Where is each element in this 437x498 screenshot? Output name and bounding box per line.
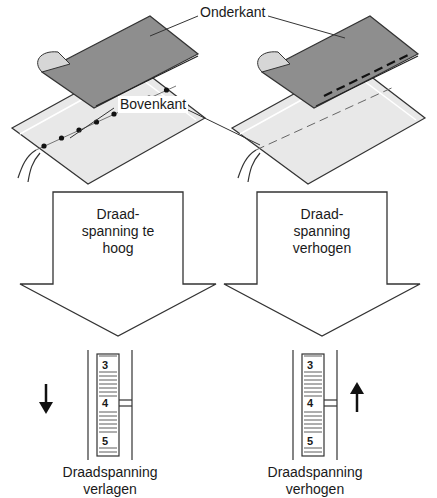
part-label: Onderkant [200, 4, 265, 21]
dial-number: 3 [306, 359, 314, 371]
arrow-outline [224, 192, 420, 336]
dial-number: 3 [101, 359, 109, 371]
dial-number: 4 [306, 397, 314, 409]
arrow-box: Draad- spanning verhogen [224, 192, 420, 336]
dial-number: 5 [101, 435, 109, 447]
instruction-label: Draadspanning verhogen [250, 464, 380, 498]
fabric-sample-right [232, 16, 425, 184]
part-label: Bovenkant [118, 96, 188, 113]
instruction-label: Draadspanning verlagen [45, 464, 175, 498]
arrow-text: Draad- spanning te hoog [73, 206, 163, 257]
dial-number: 5 [306, 435, 314, 447]
leader-lines [70, 16, 345, 145]
arrow-outline [20, 192, 216, 336]
tension-dial-right [293, 350, 364, 460]
arrow-text: Draad- spanning verhogen [277, 206, 367, 257]
tension-dial-left [39, 350, 132, 460]
fabric-sample-left [12, 16, 205, 184]
dial-number: 4 [101, 397, 109, 409]
arrow-box: Draad- spanning te hoog [20, 192, 216, 336]
